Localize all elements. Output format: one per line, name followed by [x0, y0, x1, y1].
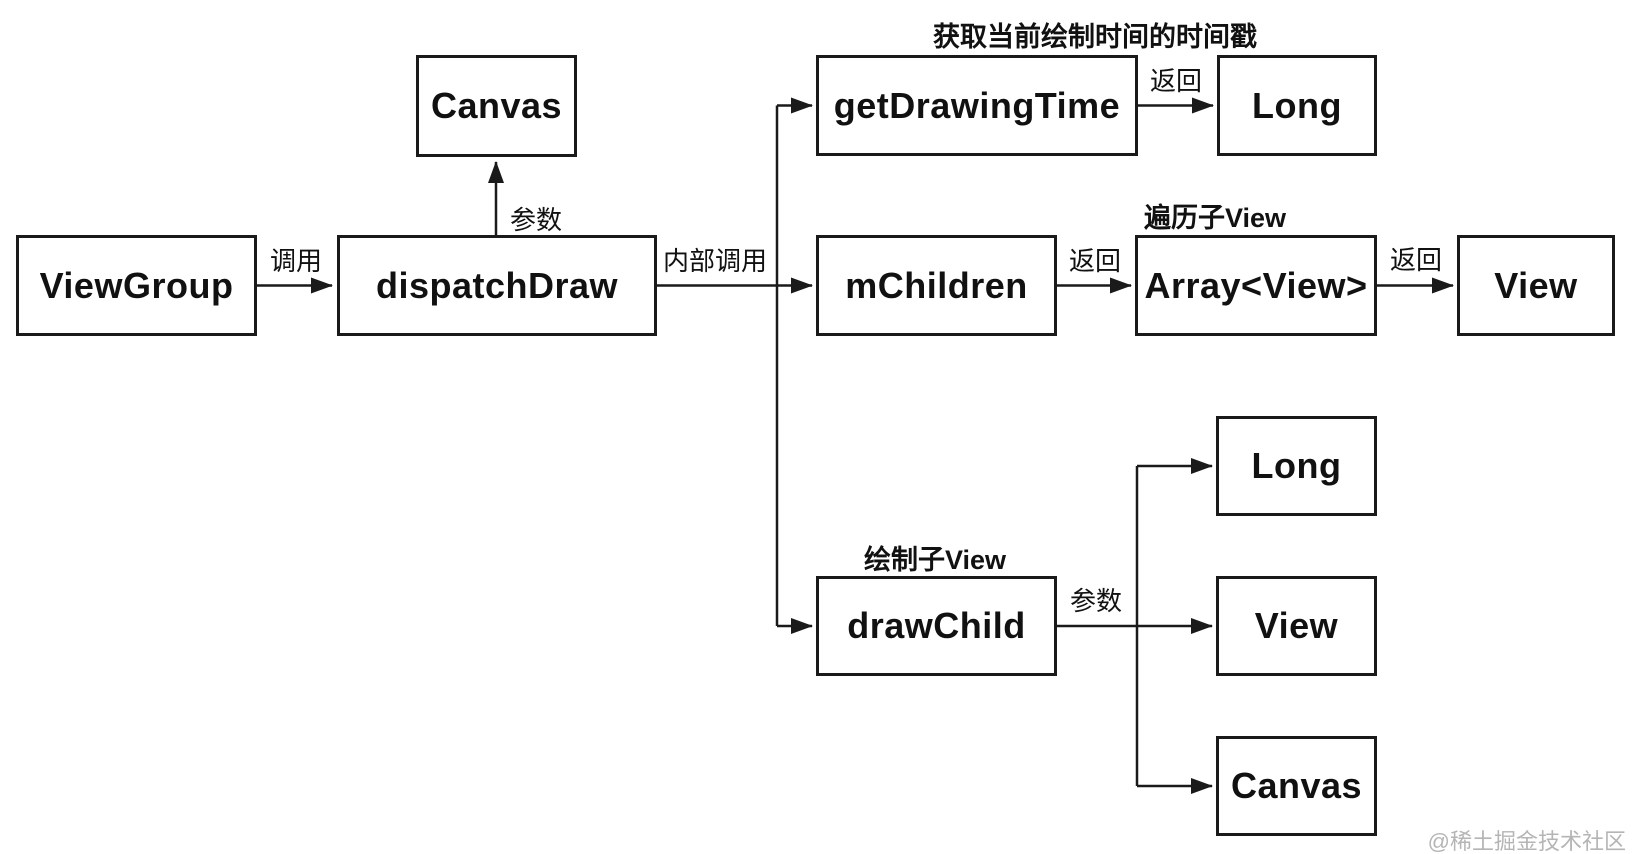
node-viewgroup: ViewGroup	[16, 235, 257, 336]
edge-label-return-view: 返回	[1389, 245, 1443, 275]
node-array-view: Array<View>	[1135, 235, 1377, 336]
edge-label-call: 调用	[269, 246, 323, 276]
watermark-text: @稀土掘金技术社区	[1427, 829, 1626, 854]
node-long-top: Long	[1217, 55, 1377, 156]
node-view-bottom: View	[1216, 576, 1377, 676]
node-canvas-top: Canvas	[416, 55, 577, 157]
edge-label-param-canvas: 参数	[509, 205, 563, 235]
edge-label-internal-call: 内部调用	[662, 246, 768, 276]
caption-traverse-child-view: 遍历子View	[1143, 203, 1287, 233]
edge-label-return-array: 返回	[1068, 246, 1122, 276]
edge-label-return-long: 返回	[1149, 66, 1203, 96]
node-dispatchdraw: dispatchDraw	[337, 235, 657, 336]
caption-get-drawing-time: 获取当前绘制时间的时间戳	[933, 22, 1257, 52]
node-mchildren: mChildren	[816, 235, 1057, 336]
node-view-mid: View	[1457, 235, 1615, 336]
node-getdrawingtime: getDrawingTime	[816, 55, 1138, 156]
node-long-bottom: Long	[1216, 416, 1377, 516]
node-canvas-bottom: Canvas	[1216, 736, 1377, 836]
node-drawchild: drawChild	[816, 576, 1057, 676]
edge-label-param-drawchild: 参数	[1069, 586, 1123, 616]
caption-draw-child-view: 绘制子View	[863, 545, 1007, 575]
